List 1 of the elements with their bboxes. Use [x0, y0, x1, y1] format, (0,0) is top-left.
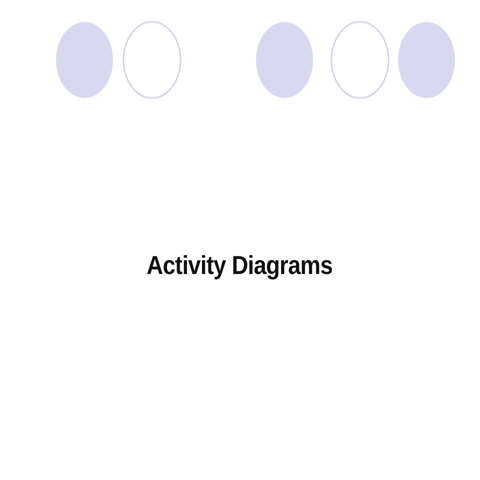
slide-title: Activity Diagrams: [147, 250, 333, 281]
